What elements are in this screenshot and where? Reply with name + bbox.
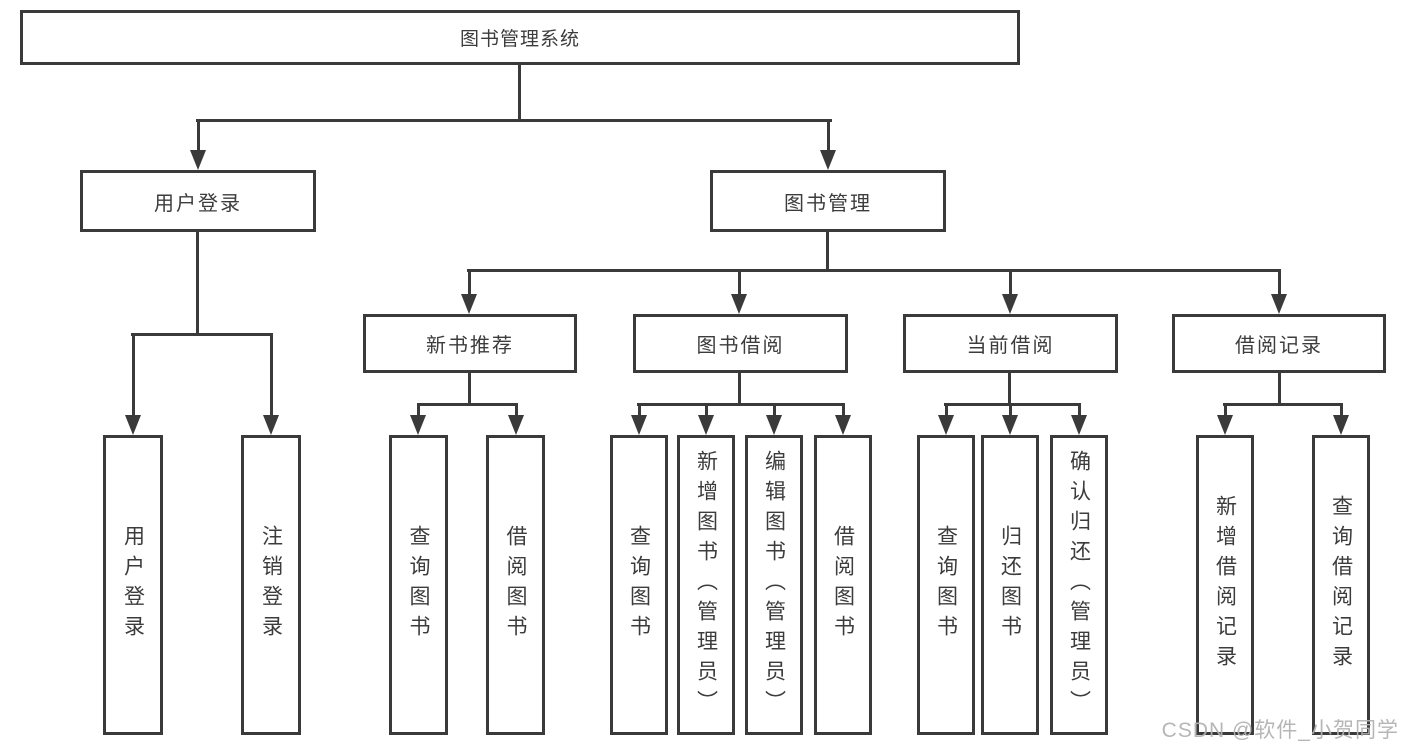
arrowhead-down-icon bbox=[410, 415, 426, 435]
arrow-stub-line bbox=[132, 333, 135, 415]
node-label: 图书管理 bbox=[784, 192, 872, 215]
connector-hline bbox=[417, 403, 518, 406]
leaf-borrow-books: 借阅图书 bbox=[814, 435, 872, 735]
arrowhead-down-icon bbox=[461, 294, 477, 314]
arrowhead-down-icon bbox=[698, 415, 714, 435]
node-label: 借阅记录 bbox=[1235, 335, 1323, 357]
arrowhead-down-icon bbox=[938, 415, 954, 435]
arrow-stub-line bbox=[827, 119, 830, 150]
arrow-stub-line bbox=[1340, 403, 1343, 415]
arrow-stub-line bbox=[197, 119, 200, 150]
arrowhead-down-icon bbox=[1002, 294, 1018, 314]
leaf-query-books-current: 查询图书 bbox=[917, 435, 975, 735]
arrow-stub-line bbox=[1009, 403, 1012, 415]
connector-vline bbox=[738, 373, 741, 405]
leaf-label: 查询借阅记录 bbox=[1329, 495, 1353, 675]
leaf-user-login: 用户登录 bbox=[103, 435, 163, 735]
node-book-manage: 图书管理 bbox=[710, 170, 946, 232]
leaf-label: 借阅图书 bbox=[504, 525, 527, 645]
leaf-confirm-return-admin: 确认归还（管理员） bbox=[1050, 435, 1108, 735]
arrow-stub-line bbox=[1009, 269, 1012, 294]
connector-vline bbox=[518, 65, 521, 121]
leaf-label: 借阅图书 bbox=[831, 525, 855, 645]
arrow-stub-line bbox=[738, 269, 741, 294]
arrowhead-down-icon bbox=[1002, 415, 1018, 435]
connector-vline bbox=[1008, 373, 1011, 405]
arrow-stub-line bbox=[515, 403, 518, 415]
leaf-borrow-books-recommend: 借阅图书 bbox=[486, 435, 545, 735]
arrowhead-down-icon bbox=[263, 415, 279, 435]
arrowhead-down-icon bbox=[508, 415, 524, 435]
connector-hline bbox=[1223, 403, 1343, 406]
leaf-label: 确认归还（管理员） bbox=[1067, 450, 1091, 720]
connector-hline bbox=[131, 333, 273, 336]
connector-vline bbox=[196, 232, 199, 335]
arrowhead-down-icon bbox=[1271, 294, 1287, 314]
node-label: 新书推荐 bbox=[426, 335, 514, 357]
node-label: 图书管理系统 bbox=[459, 29, 580, 50]
leaf-label: 查询图书 bbox=[627, 525, 651, 645]
connector-hline bbox=[467, 269, 1281, 272]
arrowhead-down-icon bbox=[1217, 415, 1233, 435]
leaf-logout: 注销登录 bbox=[241, 435, 301, 735]
leaf-label: 编辑图书（管理员） bbox=[762, 450, 786, 720]
leaf-label: 注销登录 bbox=[259, 525, 283, 645]
arrow-stub-line bbox=[417, 403, 420, 415]
leaf-label: 新增图书（管理员） bbox=[694, 450, 718, 720]
leaf-label: 归还图书 bbox=[998, 525, 1022, 645]
arrowhead-down-icon bbox=[190, 150, 206, 170]
arrowhead-down-icon bbox=[820, 150, 836, 170]
arrow-stub-line bbox=[270, 333, 273, 415]
arrow-stub-line bbox=[945, 403, 948, 415]
leaf-label: 查询图书 bbox=[934, 525, 958, 645]
connector-vline bbox=[468, 373, 471, 405]
watermark: CSDN @软件_小贺同学 bbox=[1161, 719, 1399, 742]
leaf-return-books: 归还图书 bbox=[981, 435, 1039, 735]
arrowhead-down-icon bbox=[125, 415, 141, 435]
arrowhead-down-icon bbox=[835, 415, 851, 435]
leaf-query-borrow-record: 查询借阅记录 bbox=[1312, 435, 1370, 735]
node-user-login: 用户登录 bbox=[80, 170, 316, 232]
connector-hline bbox=[637, 403, 845, 406]
arrow-stub-line bbox=[638, 403, 641, 415]
arrow-stub-line bbox=[1224, 403, 1227, 415]
leaf-query-books-recommend: 查询图书 bbox=[389, 435, 448, 735]
leaf-label: 用户登录 bbox=[121, 525, 145, 645]
leaf-query-books-borrow: 查询图书 bbox=[610, 435, 668, 735]
node-label: 当前借阅 bbox=[966, 335, 1055, 357]
arrow-stub-line bbox=[842, 403, 845, 415]
leaf-add-borrow-record: 新增借阅记录 bbox=[1196, 435, 1254, 735]
node-book-borrow: 图书借阅 bbox=[633, 314, 848, 373]
arrowhead-down-icon bbox=[731, 294, 747, 314]
connector-hline bbox=[944, 403, 1081, 406]
leaf-label: 新增借阅记录 bbox=[1213, 495, 1237, 675]
arrow-stub-line bbox=[468, 269, 471, 294]
arrowhead-down-icon bbox=[766, 415, 782, 435]
node-label: 图书借阅 bbox=[696, 335, 785, 357]
node-root-library-system: 图书管理系统 bbox=[20, 10, 1020, 65]
connector-vline bbox=[1278, 373, 1281, 405]
node-new-book-recommend: 新书推荐 bbox=[363, 314, 577, 373]
arrowhead-down-icon bbox=[631, 415, 647, 435]
node-label: 用户登录 bbox=[154, 192, 242, 215]
node-current-borrow: 当前借阅 bbox=[903, 314, 1118, 373]
leaf-edit-books-admin: 编辑图书（管理员） bbox=[745, 435, 803, 735]
arrow-stub-line bbox=[705, 403, 708, 415]
leaf-label: 查询图书 bbox=[407, 525, 430, 645]
connector-vline bbox=[826, 232, 829, 271]
leaf-add-books-admin: 新增图书（管理员） bbox=[677, 435, 735, 735]
arrow-stub-line bbox=[1278, 269, 1281, 294]
arrowhead-down-icon bbox=[1071, 415, 1087, 435]
arrowhead-down-icon bbox=[1333, 415, 1349, 435]
arrow-stub-line bbox=[773, 403, 776, 415]
connector-hline bbox=[196, 119, 832, 122]
node-borrow-records: 借阅记录 bbox=[1172, 314, 1386, 373]
arrow-stub-line bbox=[1078, 403, 1081, 415]
